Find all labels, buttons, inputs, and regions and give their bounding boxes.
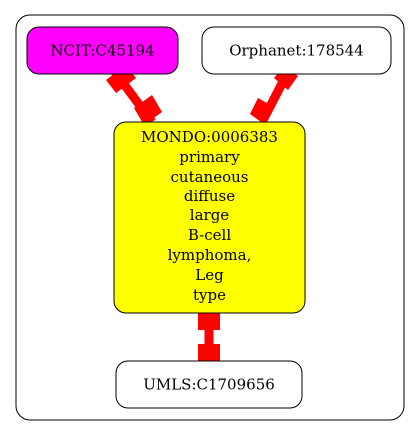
node-mondo-line: large <box>190 206 230 224</box>
node-umls[interactable]: UMLS:C1709656 <box>115 360 303 409</box>
node-mondo[interactable]: MONDO:0006383 primary cutaneous diffuse … <box>113 121 306 314</box>
node-mondo-line: primary <box>179 148 240 166</box>
node-mondo-line: B-cell <box>188 226 231 244</box>
node-mondo-line: MONDO:0006383 <box>141 128 278 146</box>
node-umls-box[interactable] <box>115 360 303 409</box>
node-orphanet-box[interactable] <box>201 26 392 75</box>
node-mondo-line: cutaneous <box>171 168 249 186</box>
node-mondo-box[interactable] <box>113 121 306 314</box>
node-ncit-box[interactable] <box>26 26 179 75</box>
node-orphanet[interactable]: Orphanet:178544 <box>201 26 392 75</box>
node-orphanet-label: Orphanet:178544 <box>229 42 364 60</box>
node-ncit-label: NCIT:C45194 <box>50 42 154 60</box>
node-umls-label: UMLS:C1709656 <box>143 376 275 394</box>
node-mondo-line: diffuse <box>184 187 235 205</box>
node-mondo-line: Leg <box>195 266 224 284</box>
node-mondo-line: lymphoma, <box>168 246 252 264</box>
node-mondo-line: type <box>193 286 226 304</box>
node-ncit[interactable]: NCIT:C45194 <box>26 26 179 75</box>
